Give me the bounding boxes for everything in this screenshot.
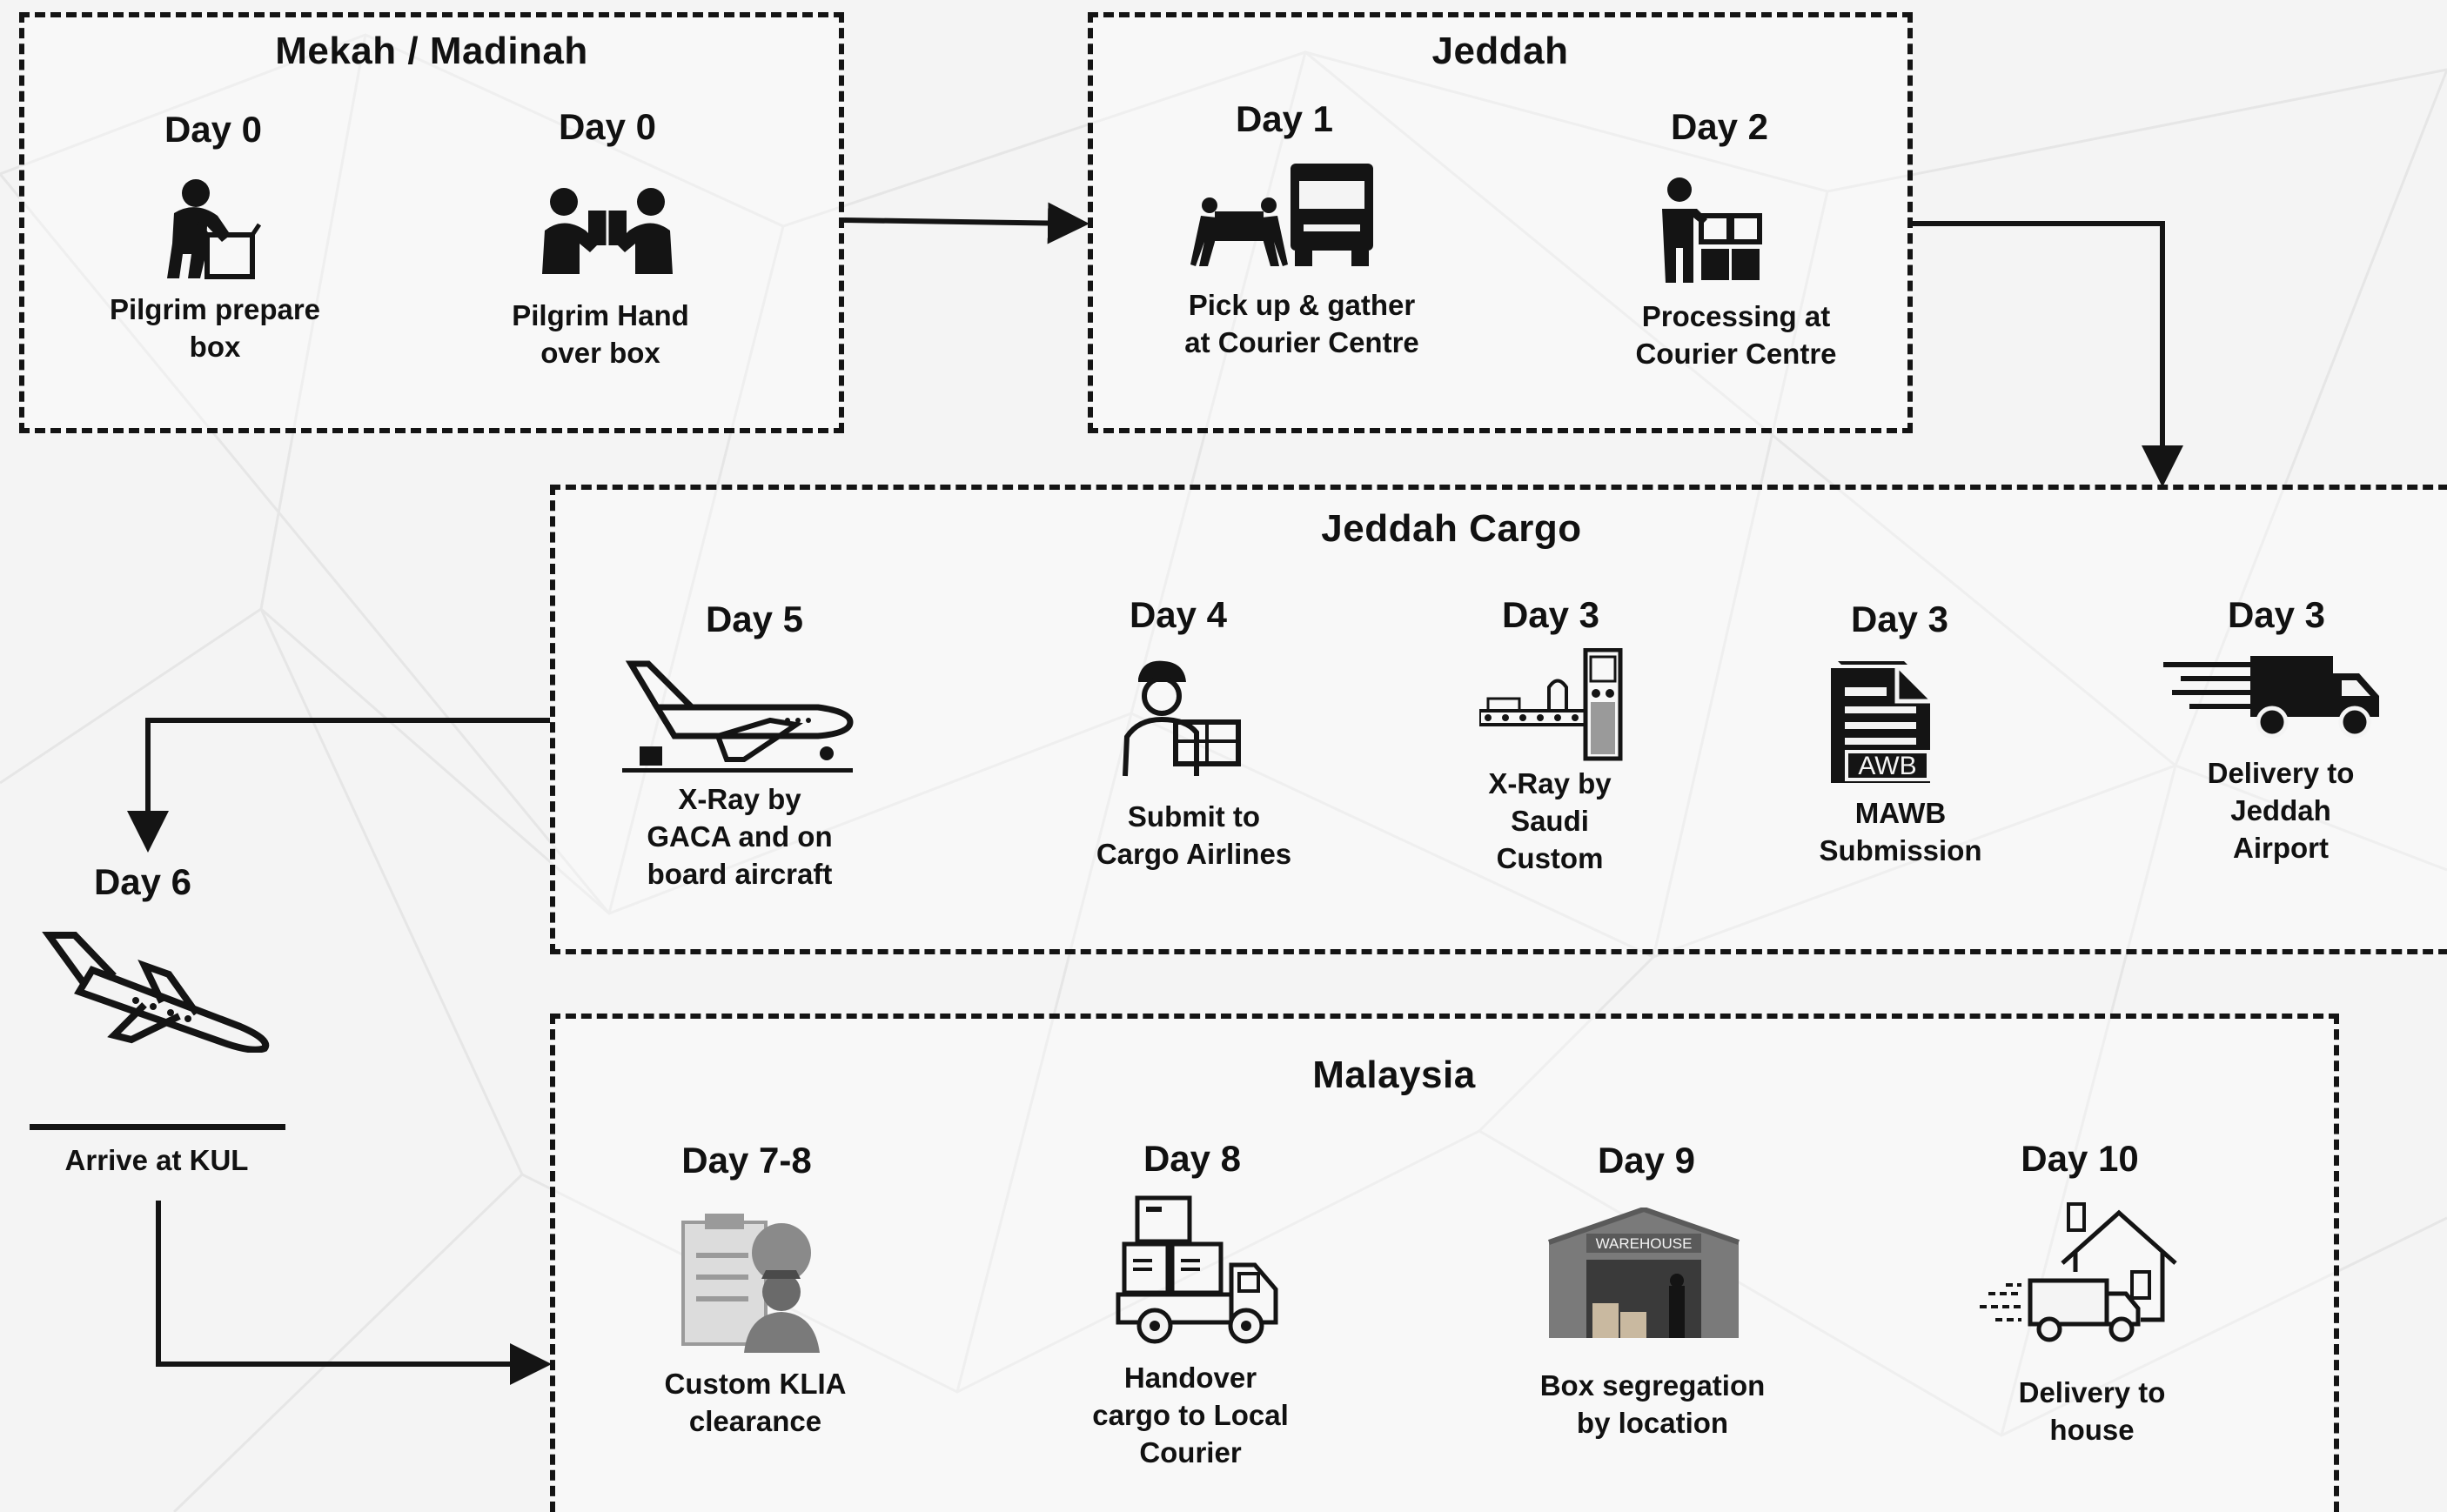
step-delivery-airport: Day 3 — [2228, 594, 2325, 636]
step-prepare-box-label: Pilgrim prepare box — [110, 291, 320, 366]
step-delivery-house-label: Delivery to house — [2019, 1375, 2166, 1449]
step-label: Delivery to house — [2018, 1376, 2166, 1446]
warehouse-sign-text: WAREHOUSE — [1596, 1235, 1693, 1252]
step-label: Submit to Cargo Airlines — [1096, 800, 1292, 870]
step-xray-gaca: Day 5 — [706, 599, 803, 640]
step-label: Processing at Courier Centre — [1635, 300, 1837, 370]
step-processing: Day 2 — [1671, 106, 1768, 148]
step-day: Day 7-8 — [681, 1140, 812, 1181]
step-delivery-airport-label: Delivery to Jeddah Airport — [2208, 755, 2355, 867]
step-box-segregation: Day 9 — [1598, 1140, 1695, 1181]
customs-officer-icon — [681, 1214, 820, 1353]
step-label: Pick up & gather at Courier Centre — [1184, 289, 1419, 358]
movers-and-truck-icon — [1190, 164, 1373, 266]
step-pick-up-label: Pick up & gather at Courier Centre — [1184, 287, 1419, 362]
step-label: Box segregation by location — [1539, 1369, 1766, 1439]
person-packing-box-icon — [167, 179, 261, 279]
truck-to-house-icon — [1980, 1202, 2177, 1342]
step-day: Day 5 — [705, 599, 804, 639]
step-day: Day 1 — [1235, 98, 1334, 139]
step-day: Day 8 — [1143, 1138, 1242, 1179]
step-label: Arrive at KUL — [64, 1144, 249, 1176]
step-xray-saudi-label: X-Ray by Saudi Custom — [1488, 766, 1611, 878]
jeddah-cargo-group: Jeddah Cargo — [550, 485, 2447, 954]
step-day: Day 10 — [2021, 1138, 2139, 1179]
step-label: Handover cargo to Local Courier — [1092, 1361, 1289, 1469]
awb-document-icon: AWB — [1831, 661, 1930, 783]
step-customs-klia-label: Custom KLIA clearance — [665, 1366, 847, 1441]
step-mawb: Day 3 — [1851, 599, 1948, 640]
step-prepare-box: Day 0 — [164, 109, 262, 151]
group-title: Mekah / Madinah — [275, 30, 588, 72]
mekah-madinah-group: Mekah / Madinah — [19, 12, 844, 433]
step-day: Day 6 — [93, 861, 192, 902]
step-hand-over-box: Day 0 — [559, 106, 656, 148]
group-title: Jeddah — [1431, 30, 1569, 72]
step-handover-local: Day 8 — [1143, 1138, 1241, 1180]
step-handover-local-label: Handover cargo to Local Courier — [1092, 1360, 1289, 1472]
step-day: Day 3 — [1501, 594, 1600, 635]
cargo-plane-loading-icon — [622, 660, 854, 773]
step-day: Day 0 — [558, 106, 657, 147]
fast-delivery-truck-icon — [2163, 656, 2379, 739]
step-day: Day 0 — [164, 109, 263, 150]
step-delivery-house: Day 10 — [2021, 1138, 2138, 1180]
arrow-jeddah-to-cargo — [1913, 221, 2183, 487]
step-xray-saudi: Day 3 — [1502, 594, 1599, 636]
step-pick-up: Day 1 — [1236, 98, 1333, 140]
step-label: X-Ray by Saudi Custom — [1488, 767, 1612, 874]
group-title: Malaysia — [1312, 1054, 1476, 1096]
step-day: Day 9 — [1597, 1140, 1696, 1181]
step-xray-gaca-label: X-Ray by GACA and on board aircraft — [647, 781, 832, 893]
warehouse-icon: WAREHOUSE — [1548, 1208, 1740, 1338]
step-day: Day 3 — [1850, 599, 1949, 639]
courier-handing-package-icon — [1123, 660, 1241, 777]
step-label: Pilgrim prepare box — [109, 293, 321, 363]
step-box-segregation-label: Box segregation by location — [1540, 1368, 1766, 1442]
step-label: Custom KLIA clearance — [664, 1368, 847, 1437]
runway-line — [30, 1124, 285, 1130]
step-mawb-label: MAWB Submission — [1819, 795, 1981, 870]
step-label: MAWB Submission — [1819, 797, 1982, 866]
arrow-mekah-to-jeddah — [843, 202, 1089, 244]
step-label: Delivery to Jeddah Airport — [2207, 757, 2355, 864]
landing-plane-icon — [42, 932, 270, 1053]
malaysia-group: Malaysia — [550, 1014, 2339, 1512]
arrow-cargo-to-arrival — [127, 718, 550, 853]
step-day: Day 4 — [1129, 594, 1228, 635]
xray-scanner-icon — [1479, 648, 1623, 761]
awb-badge-text: AWB — [1858, 752, 1916, 780]
step-submit-airlines: Day 4 — [1130, 594, 1227, 636]
step-customs-klia: Day 7-8 — [681, 1140, 811, 1181]
step-hand-over-box-label: Pilgrim Hand over box — [512, 298, 689, 372]
step-arrive-kul: Day 6 — [94, 861, 191, 903]
worker-with-boxes-icon — [1662, 177, 1762, 283]
boxes-on-truck-icon — [1116, 1195, 1278, 1344]
step-processing-label: Processing at Courier Centre — [1635, 298, 1836, 373]
arrow-arrival-to-malaysia — [156, 1201, 552, 1385]
step-label: X-Ray by GACA and on board aircraft — [647, 783, 833, 890]
step-submit-airlines-label: Submit to Cargo Airlines — [1096, 799, 1291, 873]
group-title: Jeddah Cargo — [1321, 507, 1582, 550]
step-label: Pilgrim Hand over box — [512, 299, 689, 369]
step-day: Day 2 — [1670, 106, 1769, 147]
step-arrive-kul-label: Arrive at KUL — [65, 1142, 249, 1180]
step-day: Day 3 — [2227, 594, 2326, 635]
two-people-handing-box-icon — [542, 188, 673, 274]
